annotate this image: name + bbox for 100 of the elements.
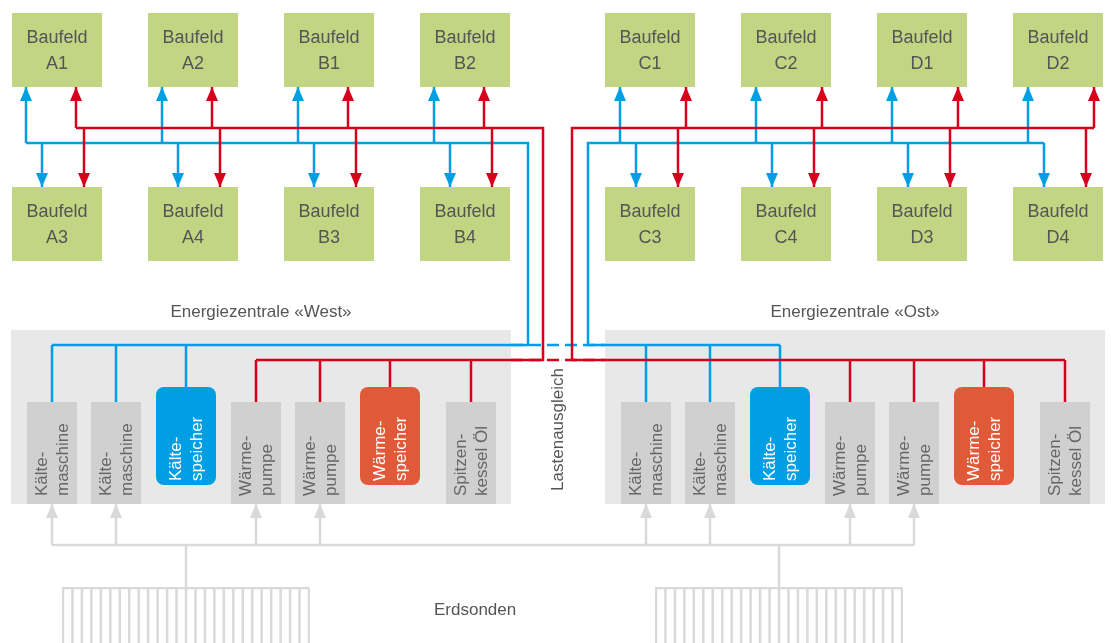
pipe-line xyxy=(184,545,188,587)
building-plot-box: Baufeld D1 xyxy=(877,13,967,87)
pipe-arrow xyxy=(640,504,652,545)
pipe-arrow xyxy=(952,87,964,128)
pipe-line xyxy=(912,360,916,402)
pipe-arrow xyxy=(944,128,956,187)
pipe-arrow xyxy=(250,504,262,545)
plant-unit-box xyxy=(621,402,671,504)
unit-label: Kälte- maschine xyxy=(625,422,667,496)
pipe-arrow xyxy=(110,504,122,545)
plant-unit-box xyxy=(685,402,735,504)
plant-unit-box xyxy=(446,402,496,504)
plant-unit-box xyxy=(91,402,141,504)
pipe-arrow xyxy=(478,87,490,128)
pipe-arrow xyxy=(214,128,226,187)
balancing-label: Lastenausgleich xyxy=(548,368,568,491)
plant-unit-box xyxy=(889,402,939,504)
pipe-arrow xyxy=(680,87,692,128)
building-plot-box: Baufeld D4 xyxy=(1013,187,1103,261)
pipe-line xyxy=(318,360,322,402)
pipe-arrow xyxy=(1088,87,1100,128)
pipe-line xyxy=(254,360,258,402)
building-plot-box: Baufeld C4 xyxy=(741,187,831,261)
pipe-arrow xyxy=(908,504,920,545)
unit-label: Spitzen- kessel Öl xyxy=(1044,425,1086,496)
ground-probe-drawing xyxy=(655,587,903,643)
pipe-arrow xyxy=(342,87,354,128)
building-plot-box: Baufeld A2 xyxy=(148,13,238,87)
building-plot-box: Baufeld A4 xyxy=(148,187,238,261)
building-plot-box: Baufeld C3 xyxy=(605,187,695,261)
pipe-arrow xyxy=(844,504,856,545)
plant-unit-box xyxy=(1040,402,1090,504)
pipe-arrow xyxy=(292,87,304,143)
pipe-line xyxy=(114,345,118,402)
pipe-line xyxy=(26,141,530,347)
pipe-line xyxy=(388,360,392,387)
unit-label: Kälte- maschine xyxy=(31,422,73,496)
pipe-arrow xyxy=(172,143,184,187)
pipe-line xyxy=(1063,360,1067,402)
pipe-line xyxy=(184,345,188,387)
pipe-line xyxy=(570,126,1094,362)
pipe-arrow xyxy=(78,128,90,187)
building-plot-box: Baufeld B4 xyxy=(420,187,510,261)
pipe-arrow xyxy=(902,143,914,187)
unit-label: Wärme- speicher xyxy=(963,415,1005,481)
pipe-arrow xyxy=(766,143,778,187)
pipe-arrow xyxy=(886,87,898,143)
ground-probe-drawing xyxy=(62,587,310,643)
pipe-arrow xyxy=(1038,143,1050,187)
pipe-line xyxy=(848,360,852,402)
pipe-line xyxy=(778,345,782,387)
pipe-arrow xyxy=(444,143,456,187)
pipe-line xyxy=(777,545,781,587)
pipe-arrow xyxy=(156,87,168,143)
building-plot-box: Baufeld B3 xyxy=(284,187,374,261)
building-plot-box: Baufeld A3 xyxy=(12,187,102,261)
building-plot-box: Baufeld D2 xyxy=(1013,13,1103,87)
unit-label: Wärme- speicher xyxy=(369,415,411,481)
storage-tank-box xyxy=(360,387,420,485)
pipe-arrow xyxy=(672,128,684,187)
pipe-arrow xyxy=(704,504,716,545)
pipe-arrow xyxy=(630,143,642,187)
pipe-arrow xyxy=(350,128,362,187)
pipe-line xyxy=(982,360,986,387)
plant-unit-box xyxy=(295,402,345,504)
panel-heading: Energiezentrale «Ost» xyxy=(769,301,941,323)
pipe-arrow xyxy=(808,128,820,187)
plant-unit-box xyxy=(231,402,281,504)
building-plot-box: Baufeld B2 xyxy=(420,13,510,87)
pipe-arrow xyxy=(206,87,218,128)
plant-unit-box xyxy=(27,402,77,504)
pipe-line xyxy=(586,141,1044,347)
pipe-arrow xyxy=(70,87,82,128)
unit-label: Kälte- speicher xyxy=(165,415,207,481)
pipe-arrow xyxy=(36,143,48,187)
pipe-arrow xyxy=(614,87,626,143)
unit-label: Wärme- pumpe xyxy=(299,434,341,496)
unit-label: Wärme- pumpe xyxy=(893,434,935,496)
building-plot-box: Baufeld B1 xyxy=(284,13,374,87)
pipe-arrow xyxy=(428,87,440,143)
pipe-line xyxy=(76,126,545,362)
pipe-arrow xyxy=(1080,128,1092,187)
unit-label: Wärme- pumpe xyxy=(235,434,277,496)
building-plot-box: Baufeld A1 xyxy=(12,13,102,87)
storage-tank-box xyxy=(156,387,216,485)
building-plot-box: Baufeld D3 xyxy=(877,187,967,261)
pipe-arrow xyxy=(314,504,326,545)
pipe-line xyxy=(50,345,54,402)
pipe-arrow xyxy=(816,87,828,128)
pipe-arrow xyxy=(308,143,320,187)
pipe-line xyxy=(644,345,648,402)
probe-field-label: Erdsonden xyxy=(434,600,517,620)
pipe-arrow xyxy=(486,128,498,187)
pipe-arrow xyxy=(750,87,762,143)
pipe-arrow xyxy=(20,87,32,143)
unit-label: Kälte- maschine xyxy=(689,422,731,496)
pipe-arrow xyxy=(1022,87,1034,143)
pipe-line xyxy=(469,360,473,402)
building-plot-box: Baufeld C1 xyxy=(605,13,695,87)
unit-label: Wärme- pumpe xyxy=(829,434,871,496)
